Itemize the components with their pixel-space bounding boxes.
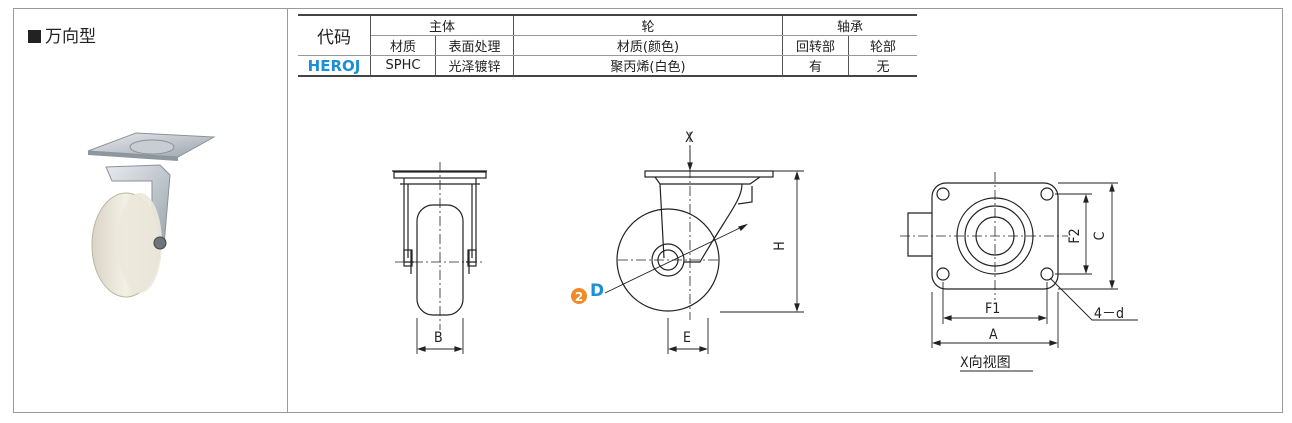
header-wheel: 轮 xyxy=(513,14,783,36)
dim-h-label: H xyxy=(772,241,788,250)
dim-e-label: E xyxy=(683,330,691,346)
side-view xyxy=(604,132,804,354)
diameter-badge-number: 2 xyxy=(575,290,583,304)
product-frame xyxy=(13,8,1283,413)
column-divider xyxy=(287,8,288,413)
header-bearing: 轴承 xyxy=(782,14,917,36)
front-view xyxy=(392,162,487,354)
dim-f1-label: F1 xyxy=(985,301,1000,317)
cell-material: SPHC xyxy=(370,55,436,77)
cell-wheel-part: 无 xyxy=(848,55,917,77)
diameter-badge-icon: 2 xyxy=(571,288,587,304)
dim-holes-label: 4－d xyxy=(1094,306,1124,322)
spec-table: 代码 主体 轮 轴承 材质 表面处理 材质(颜色) 回转部 轮部 HEROJ S… xyxy=(298,14,917,77)
section-title: 万向型 xyxy=(28,22,96,47)
dim-c-label: C xyxy=(1092,231,1108,240)
cell-surface: 光泽镀锌 xyxy=(435,55,514,77)
subheader-swivel: 回转部 xyxy=(782,35,849,56)
dim-a-label: A xyxy=(989,327,998,343)
section-title-text: 万向型 xyxy=(45,27,96,47)
cell-wheel-material: 聚丙烯(白色) xyxy=(513,55,783,77)
view-caption: X向视图 xyxy=(960,355,1011,371)
subheader-wheel-material: 材质(颜色) xyxy=(513,35,783,56)
square-bullet-icon xyxy=(28,30,41,43)
cell-swivel: 有 xyxy=(782,55,849,77)
dim-d-label: D xyxy=(590,281,604,301)
subheader-wheel-part: 轮部 xyxy=(848,35,917,56)
dim-x-label: X xyxy=(685,130,694,146)
dim-f2-label: F2 xyxy=(1067,228,1083,243)
top-view xyxy=(900,172,1138,372)
caster-photo xyxy=(87,132,216,298)
dim-b-label: B xyxy=(434,330,443,346)
model-code: HEROJ xyxy=(298,55,371,77)
